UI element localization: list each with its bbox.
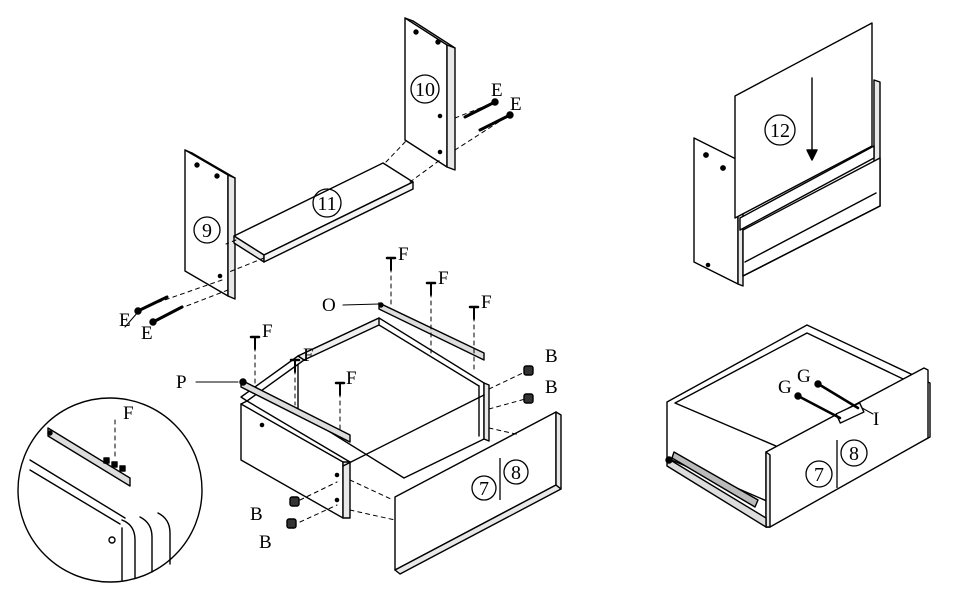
drawer-front xyxy=(394,411,562,575)
screw-g-label: G xyxy=(778,377,792,398)
detail-magnifier xyxy=(17,397,203,583)
hardware-e-label: E xyxy=(510,94,522,115)
hardware-b-label: B xyxy=(250,504,263,525)
callout-circle xyxy=(471,475,497,501)
hardware-e-label: E xyxy=(491,80,503,101)
part-7-label-final: 7 xyxy=(814,464,824,486)
callout-circle xyxy=(764,114,796,146)
hardware-b-label: B xyxy=(545,377,558,398)
screw-g-label: G xyxy=(797,366,811,387)
slide-o-label: O xyxy=(322,295,336,316)
callout-circle xyxy=(312,188,342,218)
callout-circle xyxy=(410,74,440,104)
part-12-label: 12 xyxy=(770,120,790,142)
finished-drawer xyxy=(665,324,931,528)
handle-i-label: I xyxy=(873,409,879,430)
hardware-f-label: F xyxy=(438,268,449,289)
hardware-b-label: B xyxy=(545,346,558,367)
callout-circle xyxy=(503,459,529,485)
cabinet-panel-12 xyxy=(693,22,881,287)
callout-circle xyxy=(193,216,221,244)
callout-circle xyxy=(805,460,833,488)
part-8-label-final: 8 xyxy=(849,443,859,465)
hardware-e-label: E xyxy=(141,323,153,344)
part-11-label: 11 xyxy=(317,193,336,215)
cam-nut-b-icon xyxy=(286,365,534,529)
part-9-label: 9 xyxy=(202,220,212,242)
middle-alignment-lines xyxy=(254,267,530,523)
hardware-f-label: F xyxy=(346,368,357,389)
drawer-box xyxy=(239,302,490,519)
hardware-e-label: E xyxy=(119,310,131,331)
hardware-f-label: F xyxy=(303,345,314,366)
hardware-f-label: F xyxy=(262,321,273,342)
hardware-b-label: B xyxy=(259,532,272,553)
callout-circle xyxy=(840,439,868,467)
panel-10 xyxy=(404,17,456,171)
shelf-11 xyxy=(233,162,414,263)
hardware-f-label: F xyxy=(481,292,492,313)
part-7-label: 7 xyxy=(479,478,489,500)
part-8-label: 8 xyxy=(511,462,521,484)
leader-lines xyxy=(124,303,380,383)
hardware-f-label: F xyxy=(123,403,134,424)
screw-e-icon xyxy=(134,98,514,326)
part-10-label: 10 xyxy=(415,79,435,101)
hardware-f-label: F xyxy=(398,244,409,265)
slide-p-label: P xyxy=(176,372,187,393)
panel-9 xyxy=(184,149,236,300)
